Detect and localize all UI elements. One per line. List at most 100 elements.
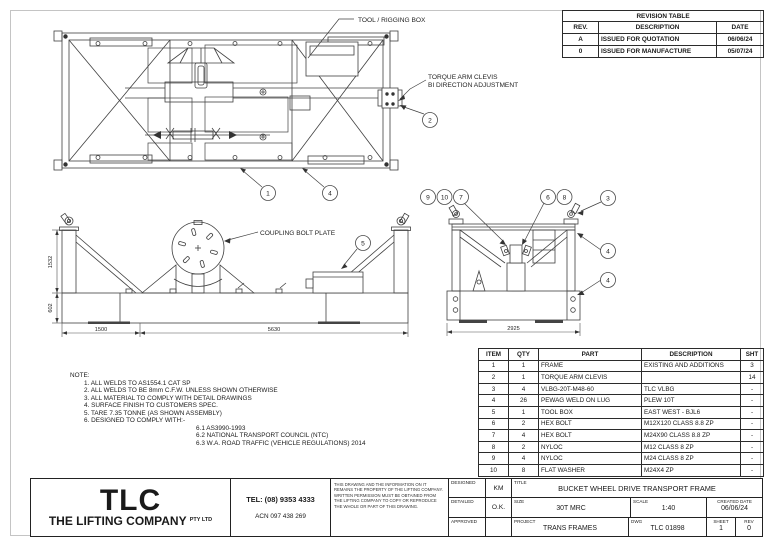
note-line: 3. ALL MATERIAL TO COMPLY WITH DETAIL DR… [84,394,252,402]
cell: 6 [478,417,509,431]
cell: 0 [562,45,599,58]
desc-col-header: DESCRIPTION [598,21,717,34]
coupling-bolt-plate-label: COUPLING BOLT PLATE [260,230,336,237]
note-line: 2. ALL WELDS TO BE 8mm C.F.W. UNLESS SHO… [84,387,278,394]
cell: HEX BOLT [538,429,642,442]
bi-direction-label: BI DIRECTION ADJUSTMENT [428,82,518,89]
size-scale-date-row: SIZE 30T MRC SCALE 1:40 CREATED DATE 06/… [512,498,762,518]
revision-table-title: REVISION TABLE [561,10,765,22]
svg-text:8: 8 [563,195,567,202]
cell: PEWAG WELD ON LUG [538,394,642,407]
svg-text:7: 7 [459,195,463,202]
sht-col-header: SHT [740,348,764,361]
note-sub-line: 6.2 NATIONAL TRANSPORT COUNCIL (NTC) [196,432,329,439]
cell: HEX BOLT [538,417,642,431]
cell: M12 CLASS 8 ZP [641,440,741,454]
cell: 4 [508,429,539,442]
elev-leaders [224,231,358,269]
company-name-text: THE LIFTING COMPANY [48,514,187,528]
cell: PLEW 10T [641,394,741,407]
cell: 05/07/24 [715,45,765,58]
drawing-info-block: TITLE BUCKET WHEEL DRIVE TRANSPORT FRAME… [512,479,762,536]
parts-table: ITEM QTY PART DESCRIPTION SHT 1 1 FRAME … [478,348,764,477]
scale-cell: SCALE 1:40 [631,498,707,517]
description-col-header: DESCRIPTION [641,348,741,361]
revision-table: REVISION TABLE REV. DESCRIPTION DATE A I… [561,10,765,58]
dim-1500: 1500 [95,327,107,333]
cell: - [740,417,764,431]
cell: - [740,394,764,407]
cell: NYLOC [538,440,642,454]
cell: 2 [508,417,539,431]
sheet-label: SHEET [713,518,729,524]
rev-value: 0 [747,524,751,532]
end-dimension [446,323,581,336]
end-balloons: 9 10 7 6 8 3 4 4 [420,189,616,288]
cell: EXISTING AND ADDITIONS [641,359,741,373]
cell: - [740,405,764,419]
cell: 26 [508,394,539,407]
end-corner-lugs [448,202,581,225]
cell: M12X120 CLASS 8.8 ZP [641,417,741,431]
elev-tool-box [305,271,364,294]
note-sub-line: 6.1 AS3990-1993 [196,424,246,432]
dim-602: 602 [48,303,54,312]
elevation-view: COUPLING BOLT PLATE 5 1532 602 1500 5630 [48,212,411,337]
parts-header-row: ITEM QTY PART DESCRIPTION SHT [478,348,764,361]
detailed-row: DETAILED O.K. [449,498,511,518]
svg-text:3: 3 [606,196,610,203]
cell: 3 [740,359,764,373]
note-line: 4. SURFACE FINISH TO CUSTOMERS SPEC. [84,402,218,409]
plan-rail-details [89,36,385,165]
note-line: 6. DESIGNED TO COMPLY WITH:- [84,417,186,424]
cell: 14 [740,371,764,384]
title-row: TITLE BUCKET WHEEL DRIVE TRANSPORT FRAME [512,479,762,499]
parts-row: 1 1 FRAME EXISTING AND ADDITIONS 3 [478,359,764,373]
cell: 8 [508,463,539,477]
drawing-title-cell: TITLE BUCKET WHEEL DRIVE TRANSPORT FRAME [512,479,762,497]
parts-row: 3 4 VLBG-20T-M48-60 TLC VLBG - [478,382,764,396]
sheet-value: 1 [719,524,723,532]
approved-row: APPROVED [449,517,511,536]
rev-cell: REV 0 [736,518,762,536]
copyright-disclaimer: THIS DRAWING AND THE INFORMATION ON IT R… [331,479,449,536]
cell: - [740,452,764,465]
size-value: 30T MRC [556,505,586,513]
cell: A [562,33,599,46]
elev-coupling-plate [140,220,256,294]
cell: 4 [478,394,509,407]
svg-text:6: 6 [546,195,550,202]
cell: M24X4 ZP [641,463,741,477]
parts-row: 2 1 TORQUE ARM CLEVIS 14 [478,371,764,384]
tool-rigging-box-label: TOOL / RIGGING BOX [358,17,426,24]
cell: M24 CLASS 8 ZP [641,452,741,465]
svg-text:5: 5 [361,241,365,248]
item-col-header: ITEM [478,348,509,361]
created-date-cell: CREATED DATE 06/06/24 [707,498,762,516]
dim-1532: 1532 [48,256,54,268]
project-dwg-row: PROJECT TRANS FRAMES DWG TLC 01898 SHEET… [512,517,762,536]
detailed-label: DETAILED [449,498,486,517]
cell: NYLOC [538,452,642,465]
plan-tool-box [305,41,359,77]
parts-row: 7 4 HEX BOLT M24X90 CLASS 8.8 ZP - [478,429,764,442]
cell: - [740,463,764,477]
dwg-label: DWG [631,518,643,524]
cell: FRAME [538,359,642,373]
project-cell: PROJECT TRANS FRAMES [512,517,629,536]
end-leaders [463,201,602,295]
cell: 4 [508,382,539,396]
balloon-2: 2 [422,112,438,128]
cell: TOOL BOX [538,405,642,419]
balloon-5: 5 [355,235,371,251]
notes-items: 1. ALL WELDS TO AS1554.1 CAT SP 2. ALL W… [84,380,390,425]
designed-row: DESIGNED KM [449,479,511,499]
cell: ISSUED FOR QUOTATION [598,33,717,46]
revision-row: A ISSUED FOR QUOTATION 06/06/24 [562,33,765,46]
revision-row: 0 ISSUED FOR MANUFACTURE 05/07/24 [562,45,765,58]
designed-label: DESIGNED [449,479,486,498]
parts-row: 4 26 PEWAG WELD ON LUG PLEW 10T - [478,394,764,407]
cell: 2 [478,371,509,384]
torque-arm-clevis-label: TORQUE ARM CLEVIS [428,74,498,81]
cell: 5 [478,405,509,419]
